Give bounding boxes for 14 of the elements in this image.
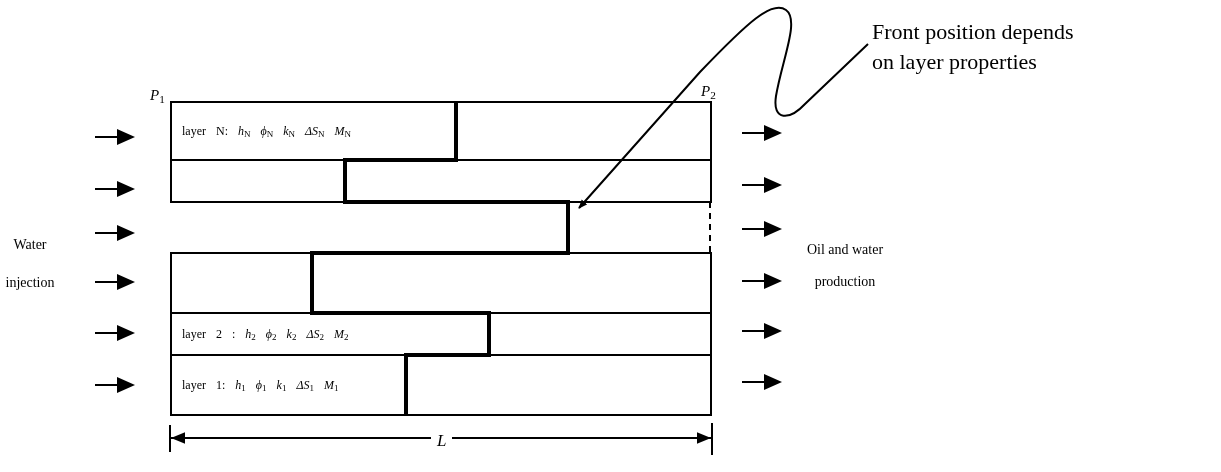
- inlet-label: Water injection: [4, 236, 56, 292]
- layer-properties: layer N: h$_{N}$ ϕ$_{N}$ k$_{N}$ ΔS$_{N}$ M$_{N}$: [182, 123, 352, 140]
- leader-line: [578, 6, 869, 209]
- pressure-label: P$_{1}$: [150, 86, 165, 107]
- layer-band: [170, 101, 712, 161]
- layer-band: [170, 252, 712, 314]
- layer-properties: layer 2 : h$_{2}$ ϕ$_{2}$ k$_{2}$ ΔS$_{2}$ M$_{2}$: [182, 326, 349, 343]
- callout-text: Front position depends on layer properties: [872, 17, 1090, 77]
- outlet-label: Oil and water production: [805, 241, 885, 291]
- pressure-label: P$_{2}$: [701, 82, 716, 103]
- layer-band: [170, 312, 712, 356]
- layer-properties: layer 1: h$_{1}$ ϕ$_{1}$ k$_{1}$ ΔS$_{1}$ M$_{1}$: [182, 377, 339, 394]
- layer-band: [170, 354, 712, 416]
- layer-band: [170, 159, 712, 203]
